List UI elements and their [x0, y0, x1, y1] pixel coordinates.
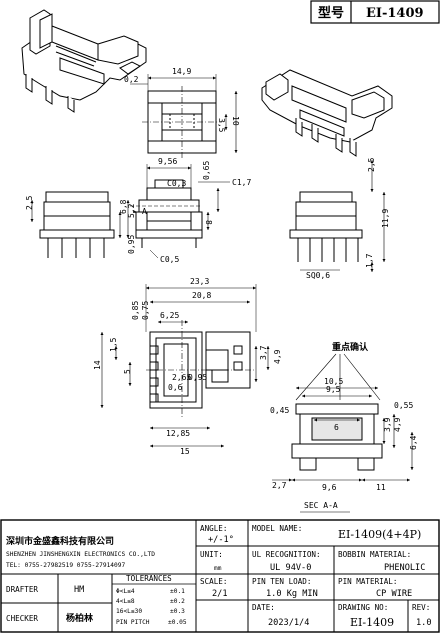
- bottom-width-outer: 23,3: [190, 277, 209, 286]
- side-total-height: 11,9: [381, 209, 390, 228]
- bottom-dim-37: 3,7: [259, 345, 268, 360]
- isometric-view-right: [261, 69, 393, 157]
- section-note: 重点确认: [332, 341, 369, 353]
- bottom-dim-085: 0,85: [131, 301, 140, 320]
- front-height3: 6,8: [119, 199, 128, 214]
- company-phone: TEL: 0755-27982519 0755-27914097: [6, 562, 125, 569]
- tol-value-2: ±0.3: [170, 608, 185, 615]
- side-pin-height: 1,7: [365, 253, 374, 268]
- front-chamfer2: C1,7: [232, 178, 251, 187]
- unit-value: mm: [214, 565, 222, 572]
- model-name-value: EI-1409(4+4P): [338, 528, 421, 541]
- checker-label: CHECKER: [6, 614, 38, 623]
- pin-load-label: PIN TEN LOAD:: [252, 577, 311, 586]
- top-offset-dim: 0,2: [124, 75, 139, 84]
- checker-value: 杨柏林: [66, 612, 94, 624]
- section-label: SEC A-A: [304, 501, 338, 510]
- front-width-dim: 9,56: [158, 157, 177, 166]
- unit-label: UNIT:: [200, 550, 223, 559]
- section-dim-96: 9,6: [322, 483, 337, 492]
- top-depth-total-dim: 10: [231, 116, 240, 126]
- side-top-height: 2,5: [367, 157, 376, 172]
- tol-range-0: Φ<L≤4: [116, 588, 135, 595]
- front-chamfer1: C0,3: [167, 179, 186, 188]
- ul-value: UL 94V-0: [270, 563, 311, 573]
- bobbin-value: PHENOLIC: [384, 563, 425, 573]
- bottom-slot: 6,25: [160, 311, 179, 320]
- model-name-label: MODEL NAME:: [252, 524, 302, 533]
- section-dim-39: 3,9: [383, 417, 392, 432]
- date-value: 2023/1/4: [268, 618, 309, 628]
- side-view: [289, 160, 386, 272]
- angle-value: +/-1°: [208, 535, 234, 545]
- date-label: DATE:: [252, 603, 275, 612]
- bottom-dim-14: 14: [93, 360, 102, 370]
- ul-label: UL RECOGNITION:: [252, 550, 321, 559]
- header-box: 型号 EI-1409: [310, 0, 440, 24]
- rev-value: 1.0: [416, 618, 432, 628]
- section-width2: 9,5: [326, 385, 341, 394]
- tol-range-2: 16<L≤30: [116, 608, 142, 615]
- bottom-dim-15b: 15: [180, 447, 190, 456]
- section-dim-49: 4,9: [393, 417, 402, 432]
- drafter-label: DRAFTER: [6, 585, 38, 594]
- angle-label: ANGLE:: [200, 524, 227, 533]
- section-dim-045: 0,45: [270, 406, 289, 415]
- pin-load-value: 1.0 Kg MIN: [266, 589, 318, 599]
- bottom-dim-49: 4,9: [273, 349, 282, 364]
- top-view: [130, 74, 238, 158]
- pin-material-value: CP WIRE: [376, 589, 412, 599]
- side-pin-size: SQ0,6: [306, 271, 330, 280]
- section-mark-a: A: [142, 207, 147, 216]
- drafter-value: HM: [74, 585, 84, 595]
- bottom-dim-15: 1,5: [109, 337, 118, 352]
- top-depth-dim: 3,5: [217, 118, 226, 133]
- section-dim-11: 11: [376, 483, 386, 492]
- front-height5: 8: [204, 220, 213, 225]
- drawing-no-label: DRAWING NO:: [338, 603, 388, 612]
- bottom-dim-095: 0,95: [188, 373, 207, 382]
- section-width3: 6: [334, 423, 339, 432]
- tol-range-1: 4<L≤8: [116, 598, 135, 605]
- section-width1: 10,5: [324, 377, 343, 386]
- front-height6: 0,95: [127, 235, 136, 254]
- tol-value-0: ±0.1: [170, 588, 185, 595]
- rev-label: REV:: [412, 603, 430, 612]
- front-chamfer3: C0,5: [160, 255, 179, 264]
- bottom-dim-06: 0,6: [168, 383, 183, 392]
- front-view: A: [30, 164, 230, 259]
- tol-range-3: PIN PITCH: [116, 619, 150, 626]
- type-label: 型号: [318, 5, 344, 21]
- scale-label: SCALE:: [200, 577, 227, 586]
- front-height2: 2,5: [25, 195, 34, 210]
- isometric-view-top: [21, 9, 147, 113]
- company-cn: 深圳市金盛鑫科技有限公司: [6, 535, 114, 547]
- scale-value: 2/1: [212, 589, 228, 599]
- tolerances-label: TOLERANCES: [126, 574, 172, 583]
- tol-value-1: ±0.2: [170, 598, 185, 605]
- bottom-view: [100, 284, 270, 448]
- bottom-dim-265: 2,65: [172, 373, 191, 382]
- bottom-dim-5: 5: [123, 369, 132, 374]
- section-view: [272, 353, 414, 513]
- tol-value-3: ±0.05: [168, 619, 187, 626]
- section-dim-055: 0,55: [394, 401, 413, 410]
- top-width-dim: 14,9: [172, 67, 191, 76]
- title-block: [0, 519, 440, 633]
- model-number: EI-1409: [366, 6, 424, 21]
- drawing-no-value: EI-1409: [350, 616, 394, 629]
- front-view-left: [39, 191, 115, 258]
- section-dim-27: 2,7: [272, 481, 287, 490]
- company-en: SHENZHEN JINSHENGXIN ELECTRONICS CO.,LTD: [6, 551, 155, 558]
- bobbin-label: BOBBIN MATERIAL:: [338, 550, 411, 559]
- section-dim-64: 6,4: [409, 435, 418, 450]
- front-height1: 0,65: [202, 161, 211, 180]
- bottom-dim-1285: 12,85: [166, 429, 190, 438]
- pin-material-label: PIN MATERIAL:: [338, 577, 397, 586]
- bottom-dim-075: 0,75: [141, 301, 150, 320]
- front-height4: 5,2: [127, 203, 136, 218]
- bottom-width-inner: 20,8: [192, 291, 211, 300]
